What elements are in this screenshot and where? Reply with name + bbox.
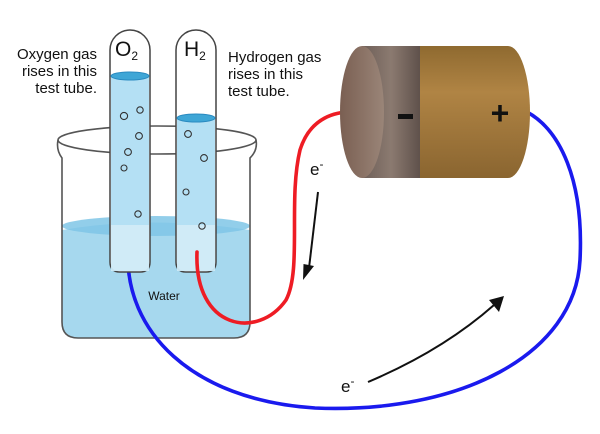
hydrogen-label-line2: rises in this: [228, 66, 304, 83]
oxygen-tube-meniscus: [110, 71, 150, 81]
o2-subscript: 2: [131, 49, 138, 63]
battery-cap: [340, 46, 384, 178]
oxygen-label-line2: rises in this: [21, 63, 97, 80]
electron-bottom-sup: -: [350, 374, 354, 388]
test-tube-icon: [175, 29, 217, 273]
blue-wire: [126, 110, 583, 411]
oxygen-label-line3: test tube.: [35, 80, 97, 97]
red-wire: [195, 109, 362, 325]
h2-label: H2: [184, 38, 206, 63]
electron-flow-arrow-icon: [367, 296, 504, 383]
water-label: Water: [148, 289, 180, 303]
electron-bottom-e: e: [341, 377, 350, 396]
oxygen-tube-submerged: [111, 225, 149, 271]
hydrogen-label: Hydrogen gas rises in this test tube.: [228, 49, 348, 100]
oxygen-label-line1: Oxygen gas: [16, 46, 97, 63]
battery-negative-sign: [398, 114, 413, 119]
beaker-water: [62, 222, 250, 338]
o2-symbol: O: [115, 38, 131, 61]
o2-label: O2: [115, 38, 138, 63]
battery-body: [416, 46, 530, 178]
electron-flow-arrow-icon: [303, 191, 319, 280]
test-tube-icon: [109, 29, 151, 273]
h2-subscript: 2: [199, 49, 206, 63]
water-surface: [62, 216, 250, 236]
electron-label-top: e-: [310, 157, 323, 179]
hydrogen-label-line1: Hydrogen gas: [228, 49, 322, 66]
hydrogen-tube-meniscus: [176, 113, 216, 123]
electron-label-bottom: e-: [341, 374, 354, 396]
electron-top-e: e: [310, 160, 319, 179]
beaker-icon: [56, 125, 258, 339]
hydrogen-label-line3: test tube.: [228, 83, 290, 100]
battery-icon: [340, 46, 530, 178]
electron-top-sup: -: [319, 157, 323, 171]
beaker-rim: [57, 125, 257, 155]
h2-symbol: H: [184, 38, 199, 61]
battery-positive-label: +: [491, 95, 510, 131]
gas-bubble-icon: [119, 106, 208, 230]
oxygen-label: Oxygen gas rises in this test tube.: [0, 46, 97, 97]
